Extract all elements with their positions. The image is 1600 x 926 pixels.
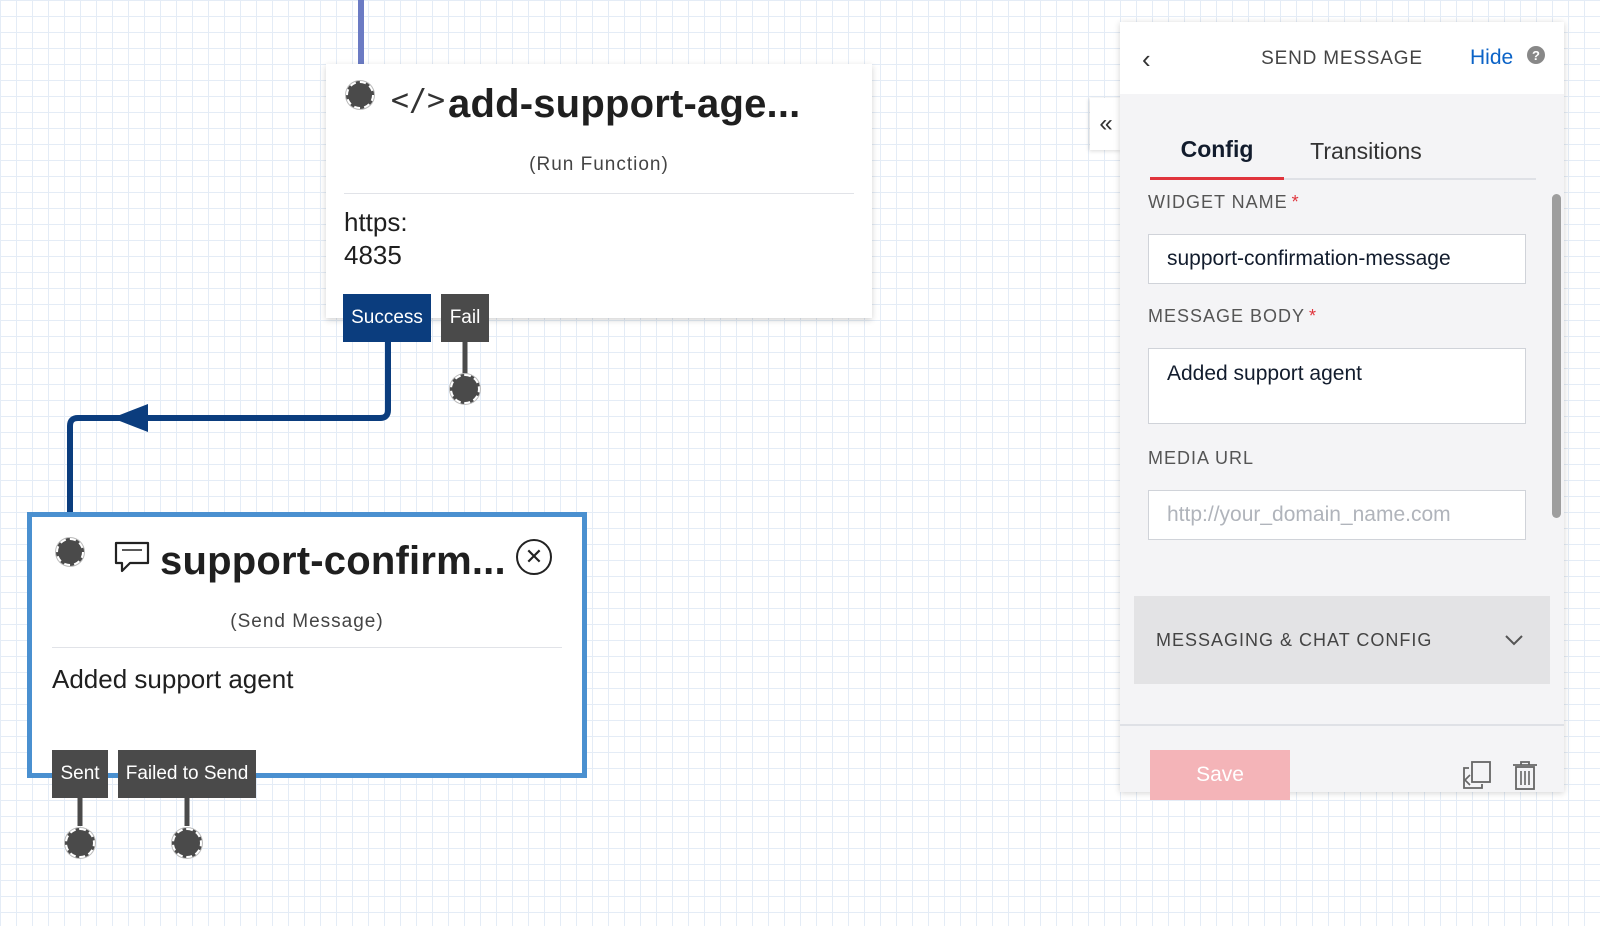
message-body-label: MESSAGE BODY* [1148, 306, 1317, 327]
run-function-node[interactable]: </> add-support-age... (Run Function) ht… [326, 64, 872, 318]
inspector-panel: ‹ SEND MESSAGE Hide ? Config Transitions… [1120, 22, 1564, 800]
back-icon[interactable]: ‹ [1142, 44, 1151, 74]
transition-fail-tab[interactable]: Fail [441, 294, 489, 342]
widget-name-input[interactable] [1148, 234, 1526, 284]
close-icon[interactable]: ✕ [516, 539, 552, 575]
node-type: (Run Function) [529, 154, 669, 175]
node-divider [52, 647, 562, 648]
sent-output-port[interactable] [65, 828, 95, 858]
failed-output-port[interactable] [172, 828, 202, 858]
media-url-input[interactable] [1148, 490, 1526, 540]
trash-icon[interactable] [1508, 758, 1542, 792]
collapse-panel-icon[interactable]: « [1090, 98, 1122, 150]
transition-failed-to-send-tab[interactable]: Failed to Send [118, 750, 256, 798]
function-port-line: 4835 [344, 240, 402, 270]
panel-header: ‹ SEND MESSAGE Hide ? [1120, 22, 1564, 94]
panel-title: SEND MESSAGE [1261, 48, 1423, 69]
node-title: support-confirm... [160, 539, 506, 583]
transition-sent-tab[interactable]: Sent [52, 750, 108, 798]
hide-link[interactable]: Hide [1470, 46, 1514, 69]
duplicate-icon[interactable] [1460, 758, 1494, 792]
panel-scrollbar[interactable] [1552, 194, 1561, 518]
send-message-node[interactable]: support-confirm... ✕ (Send Message) Adde… [27, 512, 587, 778]
tab-config[interactable]: Config [1150, 122, 1284, 180]
code-icon: </> [390, 82, 446, 118]
function-url-line: https: [344, 207, 408, 237]
message-body-label-text: MESSAGE BODY [1148, 306, 1306, 326]
panel-footer: Save [1120, 724, 1564, 800]
messaging-chat-config-accordion[interactable]: MESSAGING & CHAT CONFIG [1134, 596, 1550, 684]
transition-success-tab[interactable]: Success [343, 294, 431, 342]
node-body: https: 4835 [344, 206, 408, 272]
save-button[interactable]: Save [1150, 750, 1290, 800]
required-mark: * [1291, 192, 1300, 212]
node-title: add-support-age... [448, 82, 801, 126]
chevron-down-icon [1504, 630, 1524, 651]
tab-transitions[interactable]: Transitions [1310, 137, 1422, 164]
required-mark: * [1309, 306, 1318, 326]
node-divider [344, 193, 854, 194]
node-body: Added support agent [52, 664, 294, 694]
fail-output-port[interactable] [450, 374, 480, 404]
node-type: (Send Message) [230, 611, 384, 632]
widget-name-label-text: WIDGET NAME [1148, 192, 1288, 212]
input-port[interactable] [56, 538, 84, 566]
success-wire [67, 342, 391, 536]
help-icon[interactable]: ? [1527, 46, 1545, 64]
input-port[interactable] [346, 81, 374, 109]
media-url-label: MEDIA URL [1148, 448, 1255, 468]
chat-bubble-icon [112, 539, 152, 575]
message-body-textarea[interactable]: Added support agent [1148, 348, 1526, 424]
wire-arrow [112, 404, 148, 432]
widget-name-label: WIDGET NAME* [1148, 192, 1300, 213]
panel-tabs: Config Transitions [1150, 122, 1536, 180]
accordion-label: MESSAGING & CHAT CONFIG [1156, 629, 1433, 650]
